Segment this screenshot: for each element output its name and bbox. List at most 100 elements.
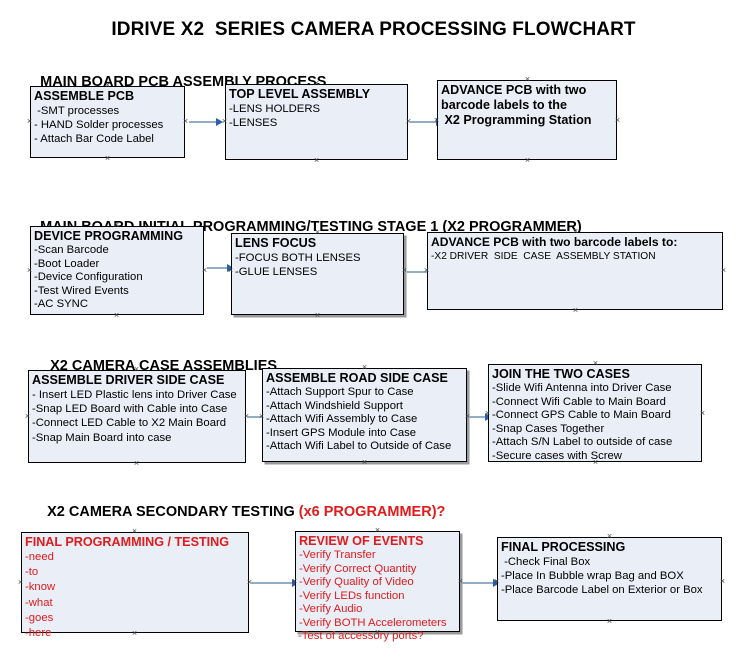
node-line: -to (25, 566, 39, 579)
connection-handle[interactable] (423, 267, 430, 274)
node-title: ASSEMBLE ROAD SIDE CASE (266, 371, 448, 385)
node-device-programming[interactable]: DEVICE PROGRAMMING -Scan Barcode -Boot L… (30, 226, 204, 315)
node-top-level-assembly[interactable]: TOP LEVEL ASSEMBLY -LENS HOLDERS -LENSES (225, 84, 408, 160)
node-line: -need (25, 551, 54, 563)
connection-handle[interactable] (493, 578, 500, 585)
node-join-the-two-cases[interactable]: JOIN THE TWO CASES -Slide Wifi Antenna i… (488, 364, 702, 462)
node-line: - HAND Solder processes (34, 119, 164, 132)
connection-handle[interactable] (361, 364, 368, 371)
connection-handle[interactable] (104, 155, 111, 162)
node-assemble-driver-side-case[interactable]: ASSEMBLE DRIVER SIDE CASE - Insert LED P… (28, 370, 246, 463)
connection-handle[interactable] (361, 459, 368, 466)
node-lens-focus[interactable]: LENS FOCUS -FOCUS BOTH LENSES -GLUE LENS… (231, 233, 404, 315)
connection-handle[interactable] (374, 527, 381, 534)
connection-handle[interactable] (258, 413, 265, 420)
connection-handle[interactable] (606, 618, 613, 625)
node-line: -Device Configuration (34, 271, 143, 284)
node-advance-pcb-driver-side-station[interactable]: ADVANCE PCB with two barcode labels to: … (427, 232, 723, 310)
node-title: LENS FOCUS (235, 236, 317, 250)
node-title: FINAL PROGRAMMING / TESTING (25, 535, 230, 549)
connection-handle[interactable] (614, 117, 621, 124)
connection-handle[interactable] (719, 578, 726, 585)
connection-handle[interactable] (606, 533, 613, 540)
node-line: -Attach Wifi Assembly to Case (266, 413, 418, 426)
node-title: TOP LEVEL ASSEMBLY (229, 87, 371, 101)
connection-handle[interactable] (313, 157, 320, 164)
node-line: -Place In Bubble wrap Bag and BOX (501, 570, 684, 583)
connection-handle[interactable] (572, 228, 579, 235)
connection-handle[interactable] (133, 460, 140, 467)
connection-handle[interactable] (182, 118, 189, 125)
connection-handle[interactable] (26, 267, 33, 274)
node-assemble-pcb[interactable]: ASSEMBLE PCB -SMT processes - HAND Solde… (30, 86, 185, 158)
connection-handle[interactable] (131, 630, 138, 637)
node-line: -Connect Wifi Cable to Main Board (492, 395, 666, 408)
node-line: -Attach Windshield Support (266, 399, 403, 412)
node-assemble-road-side-case[interactable]: ASSEMBLE ROAD SIDE CASE -Attach Support … (262, 368, 467, 462)
connection-handle[interactable] (131, 528, 138, 535)
connection-handle[interactable] (484, 410, 491, 417)
node-line: -Attach S/N Label to outside of case (492, 436, 673, 449)
node-line: -GLUE LENSES (235, 266, 318, 279)
connection-handle[interactable] (374, 629, 381, 636)
connection-handle[interactable] (133, 366, 140, 373)
connection-handle[interactable] (113, 222, 120, 229)
node-line: -Check Final Box (501, 556, 591, 568)
connection-handle[interactable] (572, 307, 579, 314)
connection-handle[interactable] (17, 579, 24, 586)
connection-handle[interactable] (221, 118, 228, 125)
section-heading-x2-camera-secondary-testing: X2 CAMERA SECONDARY TESTING (x6 PROGRAMM… (31, 488, 445, 536)
node-line: -Slide Wifi Antenna into Driver Case (492, 382, 672, 394)
node-title: ASSEMBLE PCB (34, 89, 135, 103)
connection-handle[interactable] (26, 118, 33, 125)
node-advance-pcb-to-programming-station[interactable]: ADVANCE PCB with two barcode labels to t… (437, 80, 617, 160)
node-line: -Verify Correct Quantity (299, 562, 417, 575)
connection-handle[interactable] (291, 578, 298, 585)
connection-handle[interactable] (24, 413, 31, 420)
node-title: ADVANCE PCB with two (441, 83, 587, 97)
node-line: -Verify BOTH Accelerometers (299, 616, 447, 629)
node-final-processing[interactable]: FINAL PROCESSING -Check Final Box -Place… (497, 537, 722, 621)
connection-handle[interactable] (720, 267, 727, 274)
node-line: -Verify Quality of Video (299, 576, 414, 589)
node-final-programming-testing[interactable]: FINAL PROGRAMMING / TESTING -need -to -k… (21, 532, 249, 639)
arrow-assemble-pcb-to-top-level (189, 117, 223, 127)
node-line: -LENSES (229, 117, 278, 130)
node-line: -Scan Barcode (34, 244, 109, 256)
node-title: ADVANCE PCB with two barcode labels to: (431, 235, 678, 249)
node-line: -SMT processes (34, 105, 120, 117)
connection-handle[interactable] (524, 76, 531, 83)
node-review-of-events[interactable]: REVIEW OF EVENTS -Verify Transfer -Verif… (295, 531, 460, 632)
connection-handle[interactable] (113, 312, 120, 319)
connection-handle[interactable] (104, 82, 111, 89)
connection-handle[interactable] (524, 157, 531, 164)
node-line: -X2 DRIVER SIDE CASE ASSEMBLY STATION (431, 251, 656, 262)
node-review-of-events-overflow-line: -Test of accessory ports? (298, 630, 424, 642)
node-line: -Verify LEDs function (299, 589, 405, 602)
node-line: -what (25, 596, 53, 609)
node-line: -Verify Transfer (299, 549, 376, 561)
connection-handle[interactable] (592, 459, 599, 466)
node-line: - Insert LED Plastic lens into Driver Ca… (32, 389, 237, 401)
connection-handle[interactable] (314, 312, 321, 319)
node-line: -goes (25, 611, 54, 624)
node-line: -LENS HOLDERS (229, 103, 321, 115)
node-line: -Verify Audio (299, 603, 363, 616)
node-line: - Attach Bar Code Label (34, 133, 154, 146)
node-line: -Snap Cases Together (492, 422, 605, 435)
node-title: JOIN THE TWO CASES (492, 367, 630, 381)
connection-handle[interactable] (227, 267, 234, 274)
node-line: -Attach Support Spur to Case (266, 386, 414, 398)
node-line: -know (25, 581, 56, 594)
node-title: DEVICE PROGRAMMING (34, 229, 184, 243)
node-line: -Snap Main Board into case (32, 431, 172, 444)
connection-handle[interactable] (313, 80, 320, 87)
connection-handle[interactable] (433, 117, 440, 124)
connection-handle[interactable] (592, 360, 599, 367)
connection-handle[interactable] (699, 410, 706, 417)
node-line: -Connect LED Cable to X2 Main Board (32, 417, 227, 430)
connection-handle[interactable] (314, 229, 321, 236)
node-line: -Boot Loader (34, 257, 100, 270)
section-heading-accent: (x6 PROGRAMMER)? (298, 504, 446, 520)
